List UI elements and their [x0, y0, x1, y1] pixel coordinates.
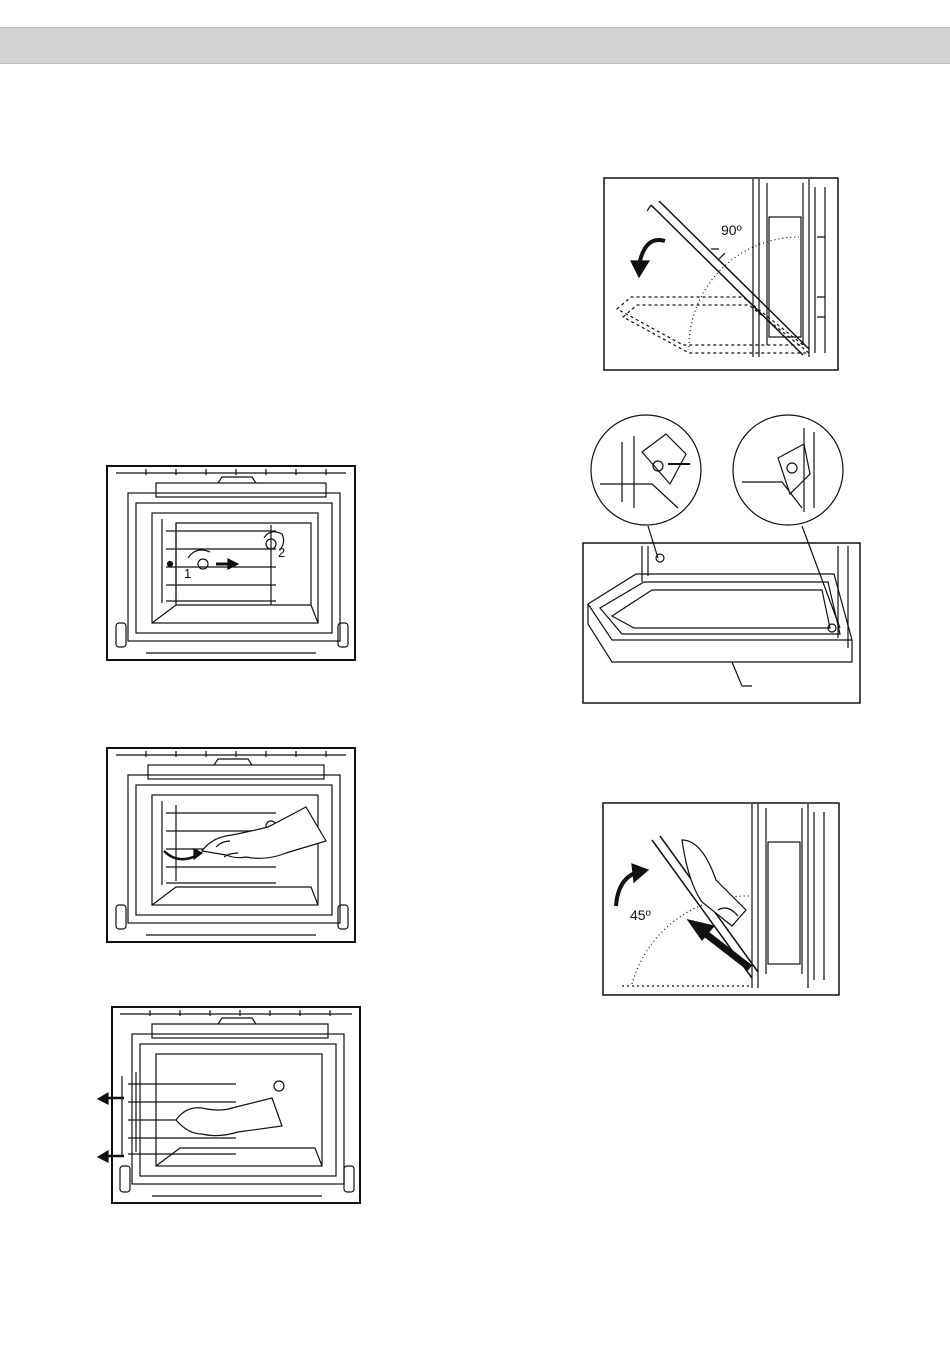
section-header-band: [0, 27, 950, 64]
figure-door-insert-45: 45º: [602, 802, 840, 996]
angle-45-label: 45º: [630, 907, 651, 923]
callout-1: 1: [184, 566, 191, 581]
figure-hinge-detail: [582, 412, 862, 704]
figure-shelf-pull-out: [96, 1006, 364, 1204]
figure-shelf-hand-turn: [106, 747, 356, 943]
callout-2: 2: [278, 545, 285, 560]
angle-90-label: 90º: [721, 222, 742, 238]
figure-shelf-unscrew: 1 2: [106, 465, 356, 661]
figure-door-rotate-90: 90º: [603, 177, 839, 371]
